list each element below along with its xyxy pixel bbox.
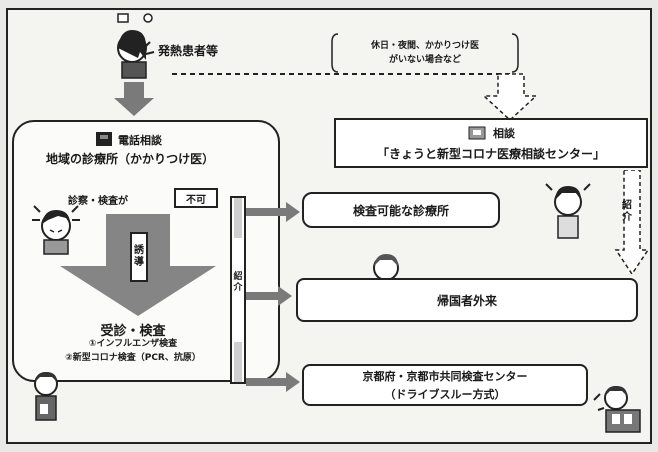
person-with-thought-icon: [100, 12, 170, 82]
results-title: 受診・検査: [100, 324, 166, 339]
referral-label: 紹介: [233, 272, 243, 293]
right-down-arrow: [614, 170, 650, 278]
clinic-row-label: 診察・検査が: [68, 196, 128, 207]
referral-bar: [230, 196, 246, 384]
drive-through-line-1: 京都府・京都市共同検査センター: [362, 370, 528, 383]
guide-label: 誘導: [130, 232, 148, 282]
doctor-icon: [542, 178, 594, 242]
callout-note: 休日・夜間、かかりつけ医 がいない場合など: [330, 32, 520, 74]
arrow-to-testing-clinic: [246, 202, 302, 222]
consult-center-box: 相談 「きょうと新型コロナ医療相談センター」: [334, 118, 648, 168]
consult-title: 「きょうと新型コロナ医療相談センター」: [376, 147, 605, 161]
person-icon: [26, 368, 66, 424]
clinic-title: 地域の診療所（かかりつけ医）: [46, 152, 215, 166]
arrow-to-outpatient: [246, 286, 294, 306]
arrow-to-drive-through: [246, 372, 302, 392]
outpatient-box: 帰国者外来: [296, 278, 638, 322]
results-line-1: ①インフルエンザ検査: [88, 339, 178, 349]
testing-clinic-box: 検査可能な診療所: [302, 192, 500, 228]
dashed-arrow-to-consult: [172, 52, 542, 124]
down-arrow-to-clinic: [112, 82, 156, 116]
drive-through-icon: [586, 380, 646, 436]
not-possible-badge: 不可: [174, 188, 218, 208]
consult-label: 相談: [493, 127, 515, 140]
drive-through-box: 京都府・京都市共同検査センター （ドライブスルー方式）: [302, 364, 588, 406]
callout-line-1: 休日・夜間、かかりつけ医: [370, 41, 480, 51]
callout-line-2: がいない場合など: [388, 55, 461, 65]
sick-person-icon: [30, 200, 82, 256]
phone-icon: [94, 130, 114, 148]
right-vertical-label: 紹介: [622, 200, 632, 223]
drive-through-line-2: （ドライブスルー方式）: [384, 388, 506, 401]
diagram-frame: 発熱患者等 休日・夜間、かかりつけ医 がいない場合など 相談 「きょうと新型コロ…: [6, 8, 652, 444]
clinic-label: 電話相談: [118, 134, 162, 147]
phone-icon: [467, 124, 487, 142]
results-line-2: ②新型コロナ検査（PCR、抗原）: [65, 353, 201, 363]
page-title: 発熱患者等: [158, 44, 219, 58]
